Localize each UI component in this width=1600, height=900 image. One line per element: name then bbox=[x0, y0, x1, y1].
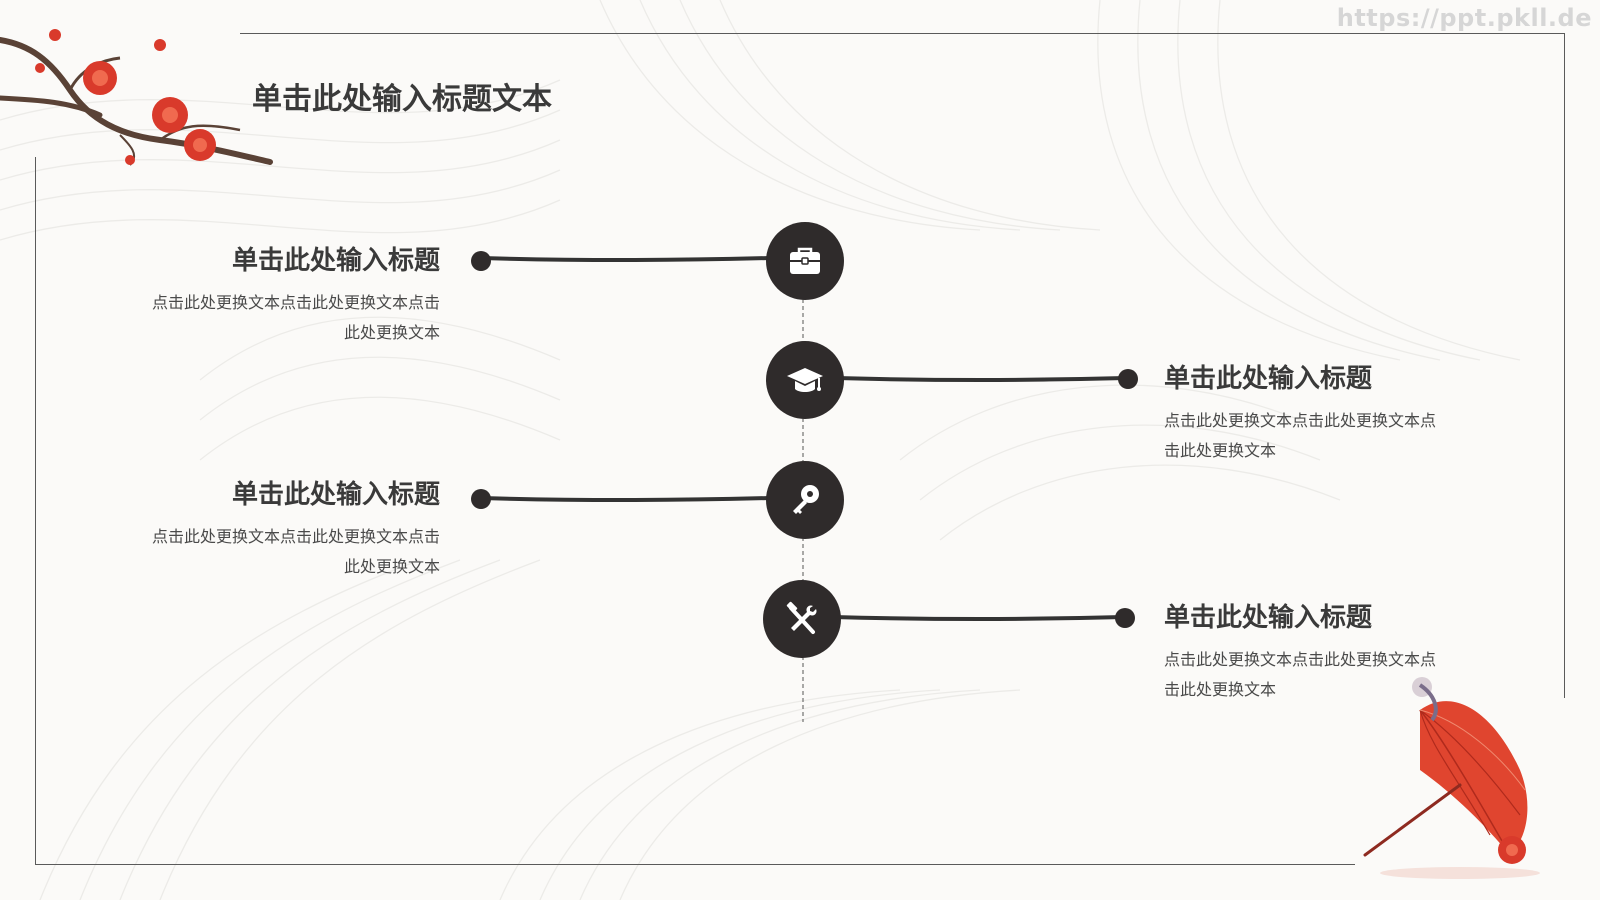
item-text-line: 点击此处更换文本点击此处更换文本点击 bbox=[151, 527, 440, 546]
item-title[interactable]: 单击此处输入标题 bbox=[231, 480, 440, 510]
timeline-node-1 bbox=[766, 222, 844, 300]
item-text-line: 此处更换文本 bbox=[343, 323, 440, 342]
timeline-node-3 bbox=[766, 461, 844, 539]
frame-top-line bbox=[240, 33, 1565, 34]
item-text[interactable]: 点击此处更换文本点击此处更换文本点击 此处更换文本 bbox=[130, 288, 440, 348]
item-text-line: 点击此处更换文本点击此处更换文本点 bbox=[1164, 411, 1437, 430]
plum-blossom-branch-decoration bbox=[0, 29, 273, 166]
timeline-item-3: 单击此处输入标题 点击此处更换文本点击此处更换文本点击 此处更换文本 bbox=[130, 478, 440, 582]
briefcase-icon bbox=[790, 247, 820, 274]
item-text-line: 此处更换文本 bbox=[343, 557, 440, 576]
item-text-line: 击此处更换文本 bbox=[1164, 680, 1277, 699]
timeline-item-1: 单击此处输入标题 点击此处更换文本点击此处更换文本点击 此处更换文本 bbox=[130, 244, 440, 348]
item-text-line: 点击此处更换文本点击此处更换文本点 bbox=[1164, 650, 1437, 669]
item-text-line: 点击此处更换文本点击此处更换文本点击 bbox=[151, 293, 440, 312]
timeline-node-4 bbox=[763, 580, 841, 658]
item-title[interactable]: 单击此处输入标题 bbox=[1164, 603, 1373, 633]
page-title[interactable]: 单击此处输入标题文本 bbox=[252, 82, 552, 117]
item-text[interactable]: 点击此处更换文本点击此处更换文本点 击此处更换文本 bbox=[1164, 406, 1474, 466]
item-text[interactable]: 点击此处更换文本点击此处更换文本点击 此处更换文本 bbox=[130, 522, 440, 582]
timeline-item-2: 单击此处输入标题 点击此处更换文本点击此处更换文本点 击此处更换文本 bbox=[1164, 362, 1474, 466]
tools-icon bbox=[786, 601, 817, 634]
item-title[interactable]: 单击此处输入标题 bbox=[1164, 364, 1373, 394]
frame-bottom-line bbox=[35, 864, 1355, 865]
timeline-item-4: 单击此处输入标题 点击此处更换文本点击此处更换文本点 击此处更换文本 bbox=[1164, 601, 1474, 705]
key-icon bbox=[793, 485, 819, 514]
frame-right-line bbox=[1564, 33, 1565, 698]
item-text-line: 击此处更换文本 bbox=[1164, 441, 1277, 460]
watermark: https://ppt.pkll.de bbox=[1336, 4, 1592, 32]
timeline-node-2 bbox=[766, 341, 844, 419]
frame-left-line bbox=[35, 157, 36, 864]
item-title[interactable]: 单击此处输入标题 bbox=[231, 246, 440, 276]
graduation-cap-icon bbox=[787, 368, 823, 392]
red-umbrella-decoration bbox=[1363, 677, 1540, 879]
item-text[interactable]: 点击此处更换文本点击此处更换文本点 击此处更换文本 bbox=[1164, 645, 1474, 705]
